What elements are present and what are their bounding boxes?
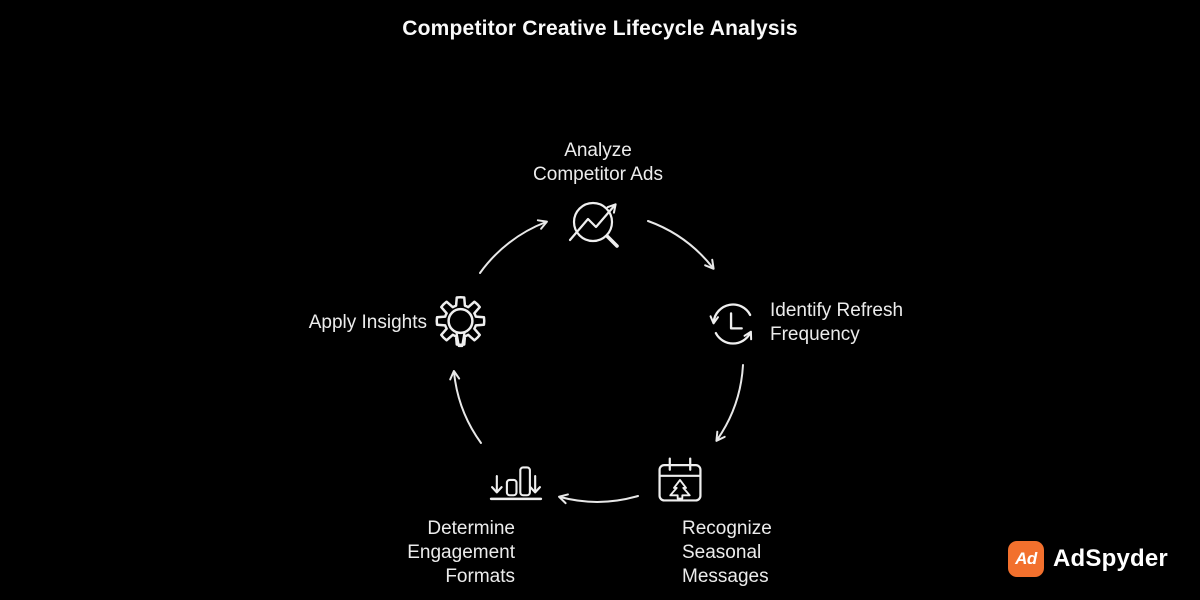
adspyder-logo-text: AdSpyder [1053, 545, 1168, 572]
refresh-clock-icon [702, 294, 764, 356]
adspyder-logo: Ad AdSpyder [1008, 541, 1168, 577]
chart-magnifier-icon [565, 188, 633, 252]
calendar-tree-icon [654, 454, 706, 506]
label-apply-insights: Apply Insights [308, 312, 427, 333]
label-recognize-seasonal-messages: Recognize Seasonal Messages [682, 518, 772, 587]
label-analyze-competitor-ads: Analyze Competitor Ads [533, 140, 663, 185]
arc-refresh-to-seasonal [715, 364, 744, 442]
bar-chart-down-icon [487, 455, 545, 501]
label-identify-refresh-frequency: Identify Refresh Frequency [770, 300, 904, 345]
gear-lightbulb-icon [424, 287, 497, 355]
arc-seasonal-to-engagement [558, 493, 639, 505]
arc-insights-to-analyze [479, 219, 548, 274]
label-determine-engagement-formats: Determine Engagement Formats [407, 518, 515, 587]
arc-analyze-to-refresh [647, 220, 715, 270]
arc-engagement-to-insights [449, 370, 482, 444]
adspyder-logo-icon: Ad [1008, 541, 1044, 577]
page-title: Competitor Creative Lifecycle Analysis [402, 17, 798, 40]
